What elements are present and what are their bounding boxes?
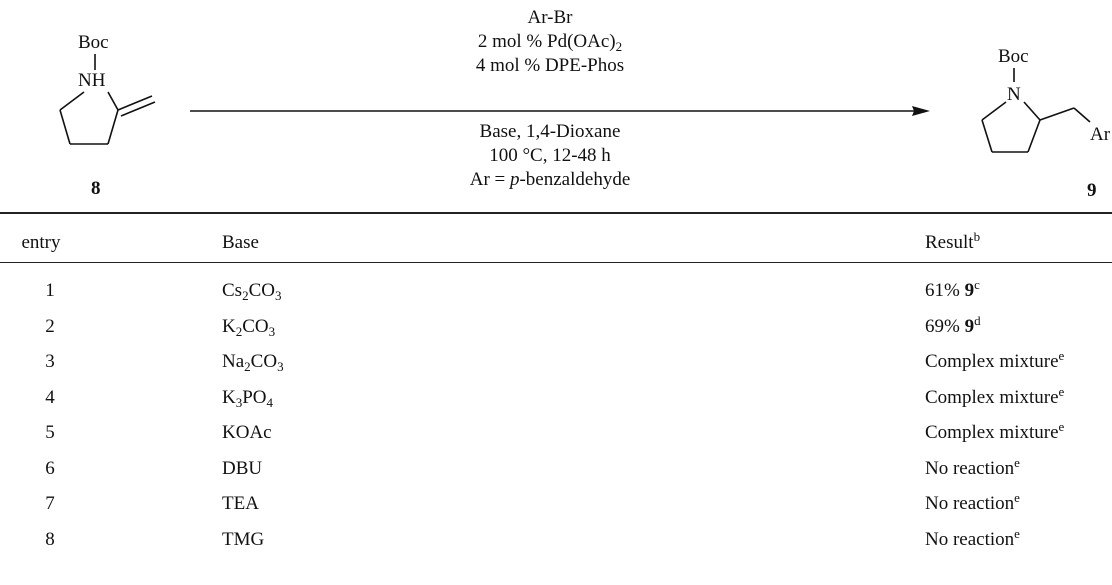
product-structure: Boc N Ar [981, 46, 1111, 153]
condition-temperature-time: 100 °C, 12-48 h [489, 145, 611, 166]
entry-number: 6 [45, 457, 55, 479]
entry-number: 3 [45, 351, 55, 372]
result-value: Complex mixturee [925, 419, 1065, 443]
condition-base-solvent: Base, 1,4-Dioxane [479, 121, 621, 142]
table-row: 5 KOAc Complex mixturee [0, 416, 1112, 450]
conditions-above: Ar-Br 2 mol % Pd(OAc)2 4 mol % DPE-Phos [370, 6, 730, 78]
entry-number: 2 [45, 315, 55, 337]
product-number: 9 [1087, 180, 1097, 201]
condition-aryl-definition: Ar = p-benzaldehyde [469, 169, 631, 190]
table-row: 2 K2CO3 69% 9d [0, 310, 1112, 344]
reaction-scheme: Boc NH 8 Ar-Br 2 mol % Pd(OAc)2 4 mol % … [0, 0, 1112, 212]
conditions-below: Base, 1,4-Dioxane 100 °C, 12-48 h Ar = p… [370, 120, 730, 192]
reactant-number: 8 [91, 178, 101, 199]
base-name: Na2CO3 [222, 351, 284, 374]
header-result: Resultb [925, 229, 981, 253]
table-header-rule [0, 262, 1112, 263]
base-name: K2CO3 [222, 315, 276, 339]
base-name: K3PO4 [222, 386, 274, 410]
reaction-arrow [190, 106, 930, 116]
table-row: 8 TMG No reactione [0, 523, 1112, 557]
header-base: Base [222, 232, 259, 253]
table-row: 7 TEA No reactione [0, 487, 1112, 521]
entry-number: 1 [45, 280, 55, 301]
result-value: Complex mixturee [925, 348, 1065, 372]
table-row: 6 DBU No reactione [0, 452, 1112, 486]
entry-number: 5 [45, 422, 55, 443]
table-header: entry Base Resultb [0, 226, 1112, 260]
product-n-label: N [1007, 84, 1021, 105]
entry-number: 7 [45, 493, 55, 514]
table-row: 4 K3PO4 Complex mixturee [0, 381, 1112, 415]
result-value: 69% 9d [925, 312, 981, 337]
condition-aryl-bromide: Ar-Br [527, 7, 573, 28]
result-value: No reactione [925, 490, 1020, 514]
reactant-nh-label: NH [78, 70, 106, 91]
header-entry: entry [21, 232, 61, 253]
result-value: 61% 9c [925, 277, 980, 301]
reactant-boc-label: Boc [78, 32, 109, 53]
base-name: DBU [222, 457, 263, 479]
result-value: No reactione [925, 454, 1020, 479]
base-name: TMG [222, 528, 265, 550]
reactant-structure: Boc NH [59, 32, 156, 145]
entry-number: 4 [45, 386, 55, 408]
table-row: 3 Na2CO3 Complex mixturee [0, 345, 1112, 379]
table-row: 1 Cs2CO3 61% 9c [0, 274, 1112, 308]
result-value: No reactione [925, 525, 1020, 550]
product-boc-label: Boc [998, 46, 1029, 67]
product-aryl-label: Ar [1090, 124, 1111, 145]
base-name: TEA [222, 493, 259, 514]
base-name: Cs2CO3 [222, 280, 282, 303]
result-value: Complex mixturee [925, 383, 1065, 408]
entry-number: 8 [45, 528, 55, 550]
table-top-rule [0, 212, 1112, 214]
base-name: KOAc [222, 422, 272, 443]
condition-catalyst: 2 mol % Pd(OAc)2 [477, 31, 623, 54]
condition-ligand: 4 mol % DPE-Phos [475, 55, 625, 76]
